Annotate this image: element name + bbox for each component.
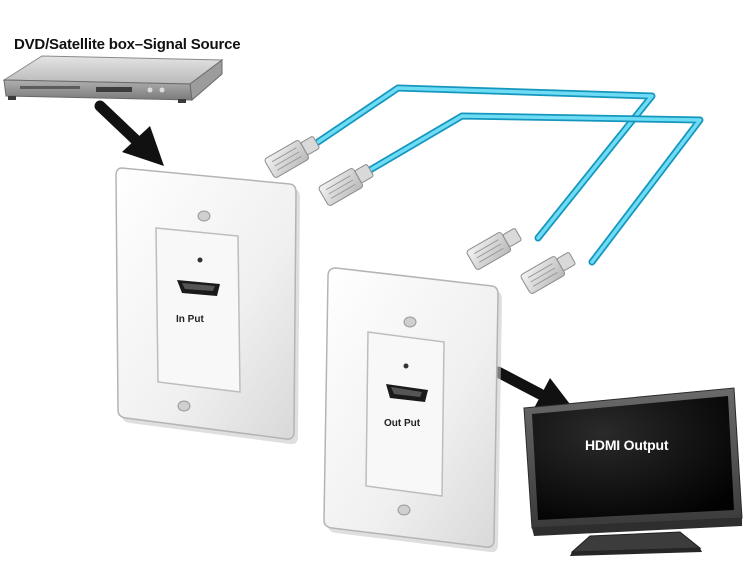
input-plate-label: In Put bbox=[176, 314, 204, 325]
cat-cable-1 bbox=[314, 84, 656, 242]
arrow-icon bbox=[94, 100, 164, 166]
input-wall-plate bbox=[115, 167, 300, 445]
arrow-icon bbox=[492, 366, 576, 412]
tv-icon bbox=[523, 387, 743, 556]
cat-cable-2 bbox=[366, 112, 704, 266]
rj45-plug-icon bbox=[318, 164, 374, 206]
output-wall-plate bbox=[323, 267, 502, 553]
tv-screen-label: HDMI Output bbox=[585, 437, 669, 453]
rj45-plug-icon bbox=[466, 228, 522, 270]
rj45-plug-icon bbox=[520, 252, 576, 294]
signal-source-caption: DVD/Satellite box–Signal Source bbox=[14, 36, 241, 53]
rj45-plug-icon bbox=[264, 136, 320, 178]
output-plate-label: Out Put bbox=[384, 418, 421, 429]
hdmi-port-icon bbox=[177, 280, 220, 296]
dvd-player-icon bbox=[2, 55, 224, 103]
hdmi-port-icon bbox=[386, 384, 428, 402]
